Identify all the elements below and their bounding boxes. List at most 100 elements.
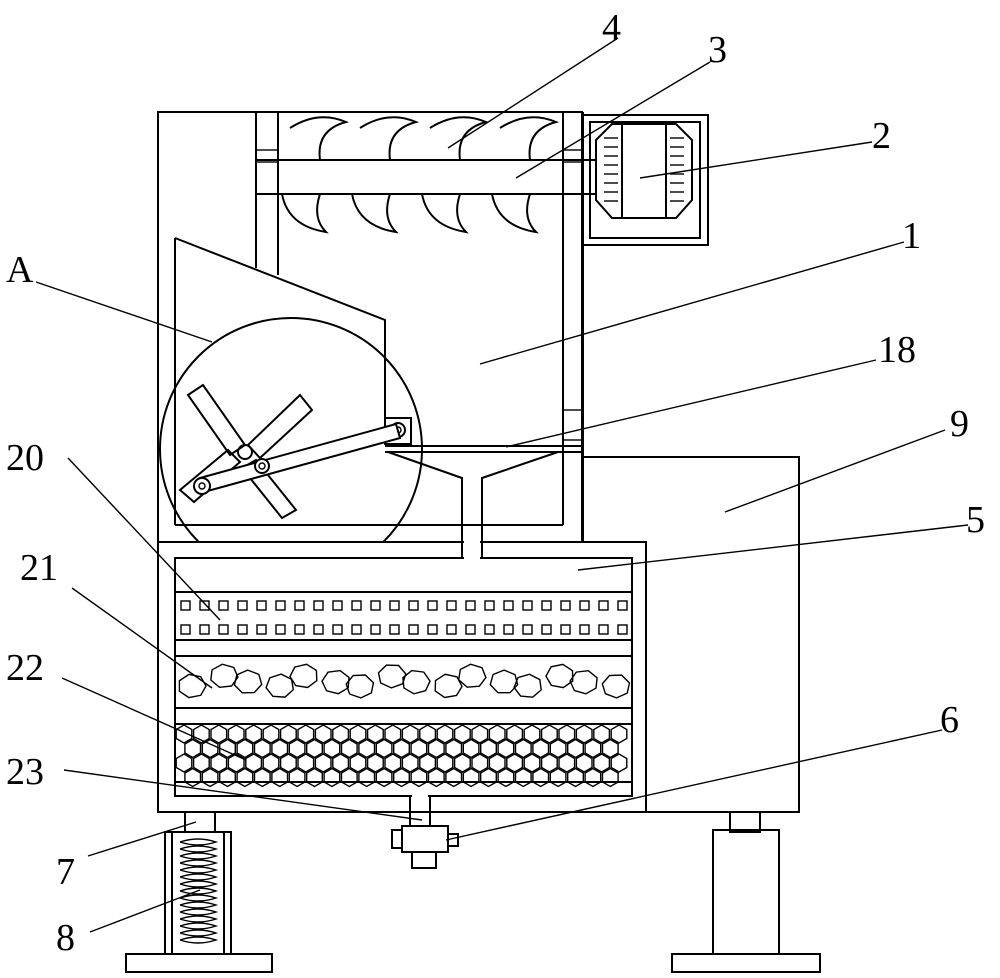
- filter-hex: [497, 738, 515, 759]
- mesh-hole: [199, 624, 210, 635]
- mesh-hole: [294, 600, 305, 611]
- label-a: A: [6, 249, 34, 291]
- filter-hex: [471, 724, 489, 744]
- mesh-hole: [579, 600, 590, 611]
- mesh-hole: [294, 624, 305, 635]
- mesh-hole: [351, 600, 362, 611]
- filter-hex: [184, 738, 202, 759]
- filter-hex: [375, 738, 393, 759]
- spring-coil: [179, 845, 219, 853]
- mesh-hole: [370, 624, 381, 635]
- filter-hex: [218, 738, 237, 759]
- mesh-hole: [199, 600, 210, 611]
- mesh-hole: [256, 624, 267, 635]
- filter-hex: [358, 738, 376, 759]
- filter-hex: [601, 767, 619, 788]
- mesh-hole: [237, 624, 248, 635]
- filter-hex: [218, 767, 237, 788]
- spring-coil: [179, 922, 219, 930]
- filter-hex: [480, 767, 497, 788]
- mesh-hole: [598, 624, 609, 635]
- label-6: 6: [940, 699, 959, 741]
- filter-hex: [523, 724, 541, 744]
- funnel: [385, 445, 583, 542]
- filter-hex: [480, 738, 497, 759]
- filter-hex: [271, 738, 289, 759]
- mesh-hole: [332, 624, 343, 635]
- filter-stone: [434, 673, 463, 699]
- screw-blade-bottom: [281, 193, 329, 234]
- screw-blade-top: [359, 116, 420, 161]
- screw-blade-bottom: [421, 193, 469, 234]
- filter-hex: [506, 724, 524, 744]
- mesh-hole: [617, 624, 628, 635]
- filter-hex: [323, 738, 341, 759]
- filter-hex: [201, 738, 219, 759]
- leader-lines: [35, 37, 969, 933]
- spring-coil: [179, 908, 219, 916]
- filter-stone: [233, 669, 263, 694]
- filter-hex: [384, 753, 402, 773]
- filter-hex: [593, 724, 611, 744]
- filter-hex: [419, 724, 437, 744]
- filter-hex: [253, 767, 271, 788]
- label-21: 21: [20, 547, 58, 589]
- mesh-hole: [275, 600, 286, 611]
- spring-coil: [179, 929, 219, 937]
- filter-hex: [340, 738, 358, 759]
- left-leg: [125, 811, 273, 973]
- filter-hex: [445, 738, 463, 759]
- spring-coil: [179, 894, 219, 902]
- filter-hex: [584, 738, 602, 759]
- filter-hex: [297, 753, 315, 773]
- mesh-hole: [522, 624, 533, 635]
- mesh-hole: [427, 624, 438, 635]
- filter-stone: [377, 664, 407, 689]
- spring-coil: [179, 880, 219, 888]
- screw-blade-top: [499, 116, 560, 161]
- spring-coil: [179, 859, 219, 867]
- motor: [582, 114, 709, 246]
- filter-hex: [201, 767, 219, 788]
- part-labels: 4 3 2 1 18 9 5 6 A 20 21 22 23 7 8: [6, 7, 985, 959]
- filter-hex: [349, 724, 367, 744]
- mesh-hole: [427, 600, 438, 611]
- filter-hex: [540, 724, 558, 744]
- mesh-hole: [465, 624, 476, 635]
- mesh-hole: [408, 624, 419, 635]
- filter-hex: [514, 738, 532, 759]
- spring-coil: [179, 866, 219, 874]
- label-1: 1: [902, 215, 921, 257]
- screw-blade-top: [289, 116, 350, 161]
- screw-blade-bottom: [351, 193, 399, 234]
- mesh-hole: [465, 600, 476, 611]
- mesh-hole: [180, 600, 191, 611]
- filter-hex: [358, 767, 376, 788]
- filter-hex: [323, 767, 341, 788]
- mesh-hole: [313, 600, 324, 611]
- filter-hex: [575, 724, 593, 744]
- filter-stone: [545, 663, 574, 689]
- screw-blades: [281, 116, 560, 234]
- filter-hex: [332, 753, 350, 773]
- mesh-hole: [351, 624, 362, 635]
- filter-hex: [262, 753, 280, 773]
- filter-hex: [453, 724, 471, 744]
- label-4: 4: [602, 7, 621, 49]
- label-23: 23: [6, 751, 44, 793]
- filter-hex: [262, 724, 280, 744]
- filter-hex: [314, 724, 332, 744]
- detail-circle-a: [159, 317, 423, 581]
- filter-hex: [279, 753, 297, 773]
- filter-hex: [306, 738, 323, 759]
- filter-hex: [532, 767, 550, 788]
- filter-hex: [271, 767, 289, 788]
- filter-hex: [558, 753, 576, 773]
- spring-coil: [179, 852, 219, 860]
- mesh-hole: [332, 600, 343, 611]
- filter-hex: [384, 724, 402, 744]
- label-3: 3: [708, 29, 727, 71]
- filter-hex: [514, 767, 532, 788]
- screw-blade-bottom: [491, 193, 539, 234]
